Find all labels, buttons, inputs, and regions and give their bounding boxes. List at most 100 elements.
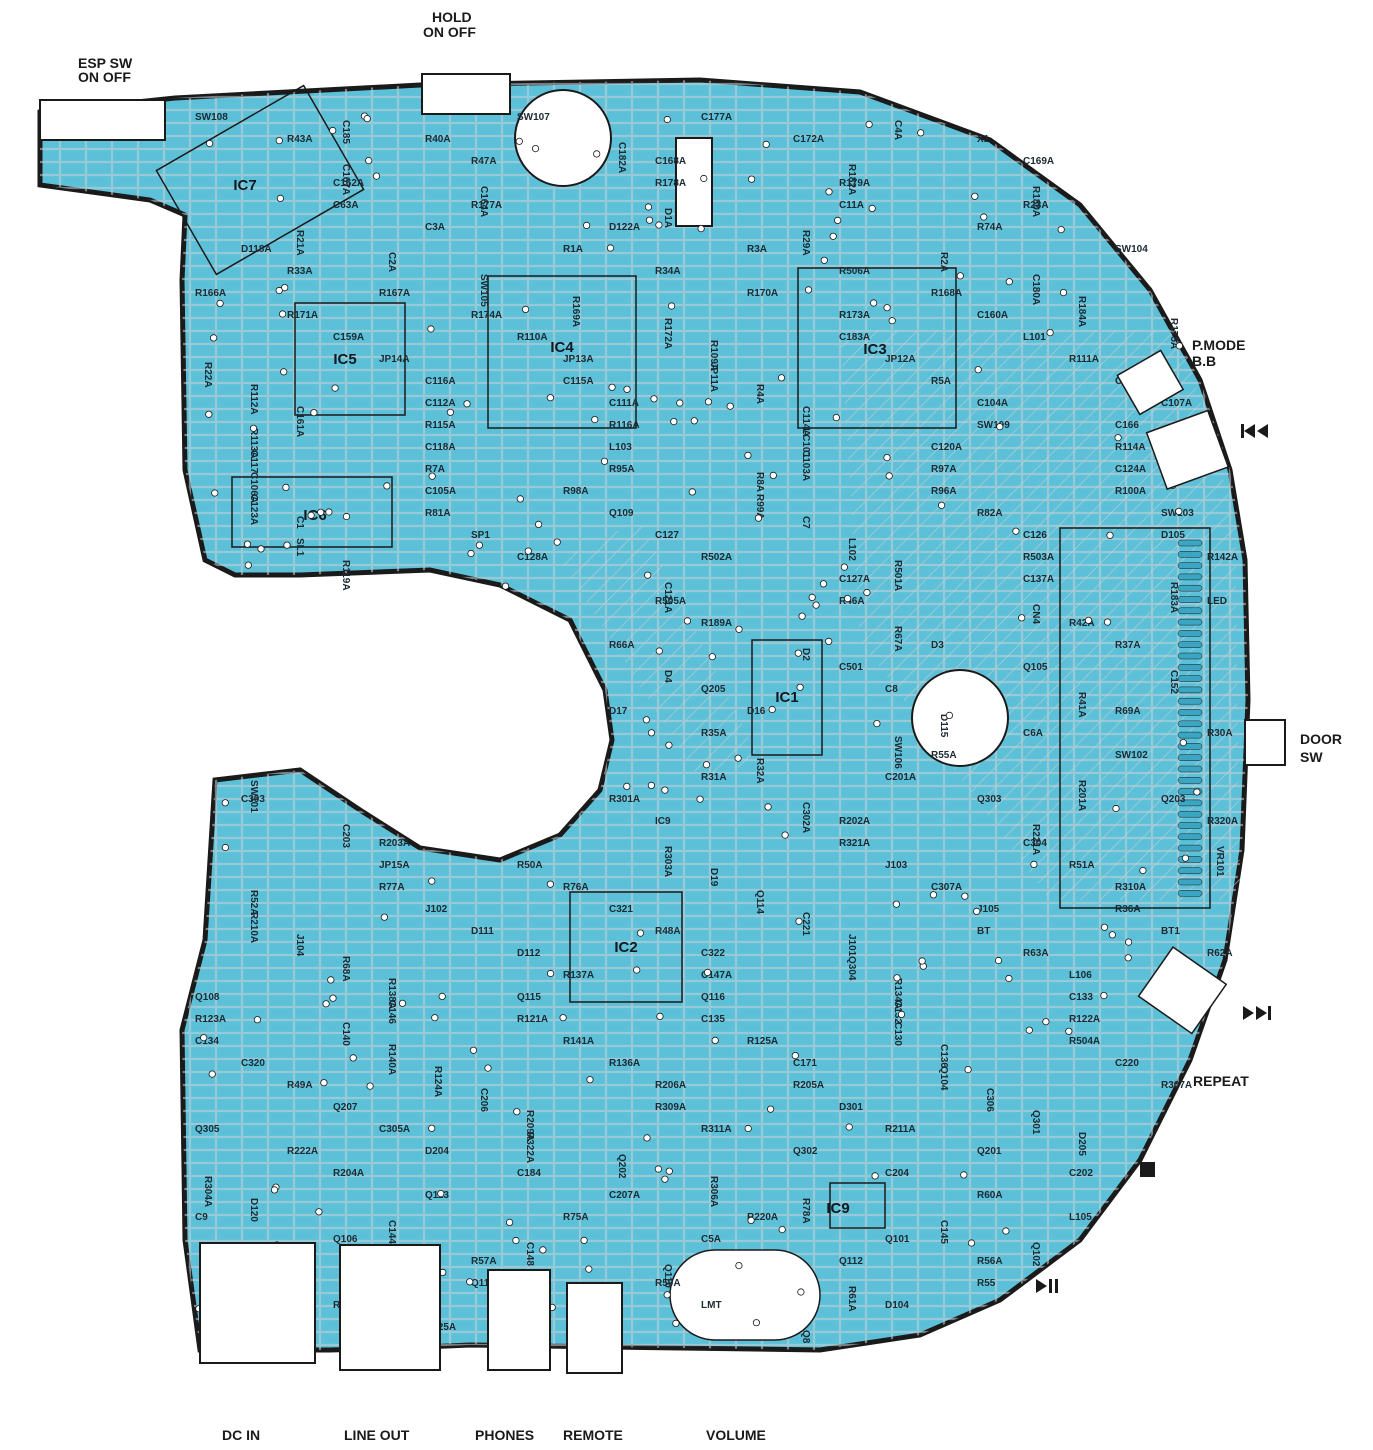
solder-pad	[466, 1278, 474, 1286]
lcd-pin	[1177, 810, 1203, 818]
component-ref: C161A	[294, 406, 305, 437]
component-ref: C118A	[425, 442, 456, 453]
door-switch[interactable]	[1244, 719, 1286, 766]
component-ref: R82A	[977, 508, 1003, 519]
solder-pad	[655, 221, 663, 229]
solder-pad	[797, 1288, 805, 1296]
solder-pad	[820, 256, 828, 264]
line-out-jack[interactable]	[339, 1244, 441, 1371]
solder-pad	[275, 286, 283, 295]
solder-pad	[315, 1208, 323, 1216]
lcd-pin	[1177, 754, 1203, 761]
component-ref: C115A	[563, 376, 594, 387]
solder-pad	[546, 394, 555, 402]
solder-pad	[868, 204, 876, 212]
solder-pad	[892, 900, 901, 908]
component-ref: C106A	[248, 472, 259, 503]
component-ref: D3	[931, 640, 944, 651]
solder-pad	[325, 508, 333, 516]
component-ref: C134	[195, 1036, 219, 1047]
solder-pad	[283, 541, 291, 549]
component-ref: C320	[241, 1058, 265, 1069]
component-ref: C132	[892, 1000, 903, 1024]
component-ref: R116A	[609, 420, 640, 431]
component-ref: C177A	[701, 112, 732, 123]
component-ref: R142A	[1207, 552, 1238, 563]
component-ref: C114A	[800, 406, 811, 437]
component-ref: C207A	[609, 1190, 640, 1201]
component-ref: C112A	[425, 398, 456, 409]
bb-label: B.B	[1192, 353, 1216, 369]
hold-label: HOLD	[432, 9, 472, 25]
component-ref: C180A	[1030, 274, 1041, 305]
component-ref: D17	[609, 706, 628, 717]
component-ref: R210A	[248, 912, 259, 943]
component-ref: D16	[747, 706, 766, 717]
solder-pad	[1057, 226, 1065, 234]
dc-in-jack[interactable]	[199, 1242, 316, 1364]
solder-pad	[834, 216, 842, 224]
lcd-connector	[1059, 527, 1211, 909]
component-ref: D19	[708, 868, 719, 887]
component-ref: C137A	[1023, 574, 1054, 585]
dc-in-label: DC IN	[222, 1427, 260, 1443]
component-ref: SW101	[248, 780, 259, 813]
component-ref: C105A	[425, 486, 456, 497]
component-ref: JP13A	[563, 354, 594, 365]
ic-ic1	[751, 639, 823, 756]
remote-jack[interactable]	[566, 1282, 623, 1374]
component-ref: R502A	[701, 552, 732, 563]
solder-pad	[964, 1066, 972, 1074]
solder-pad	[606, 244, 615, 252]
component-ref: C171	[793, 1058, 817, 1069]
lcd-pin	[1177, 777, 1203, 784]
esp-switch[interactable]	[39, 99, 166, 141]
lcd-pin	[1177, 539, 1203, 547]
component-ref: C124A	[1115, 464, 1146, 475]
solder-pad	[747, 1216, 755, 1225]
hold-switch[interactable]	[421, 73, 511, 115]
component-ref: C321	[609, 904, 633, 915]
solder-pad	[1005, 974, 1013, 983]
crystal-slot	[675, 137, 713, 227]
solder-pad	[431, 1014, 439, 1022]
solder-pad	[636, 929, 645, 937]
solder-pad	[1059, 288, 1068, 297]
component-ref: R503A	[1023, 552, 1054, 563]
component-ref: R175A	[1168, 318, 1179, 349]
lcd-pin	[1177, 709, 1203, 716]
prev-switch[interactable]	[1145, 409, 1230, 491]
component-ref: C152	[1168, 670, 1179, 694]
component-ref: J104	[294, 934, 305, 957]
component-ref: L102	[846, 538, 857, 561]
component-ref: R109A	[708, 340, 719, 371]
solder-pad	[661, 1175, 669, 1183]
phones-jack[interactable]	[487, 1269, 551, 1371]
solder-pad	[591, 415, 599, 424]
component-ref: D112	[517, 948, 541, 959]
esp-on-off-label: ON OFF	[78, 69, 131, 85]
lcd-pin	[1177, 641, 1203, 648]
component-ref: C2A	[386, 252, 397, 272]
component-ref: R40A	[425, 134, 451, 145]
solder-pad	[703, 968, 712, 977]
component-ref: C136	[938, 1044, 949, 1068]
next-switch[interactable]	[1137, 946, 1228, 1035]
lcd-connector-pins	[1177, 539, 1203, 897]
component-ref: R172A	[662, 318, 673, 349]
component-ref: R183A	[1168, 582, 1179, 613]
component-ref: C169A	[1023, 156, 1054, 167]
component-ref: Q116	[701, 992, 725, 1003]
solder-pad	[764, 803, 772, 811]
solder-pad	[428, 1124, 436, 1132]
solder-pad	[383, 482, 391, 490]
component-ref: R179A	[839, 178, 870, 189]
component-ref: Q108	[195, 992, 220, 1003]
mount-hole-top	[514, 89, 612, 187]
component-ref: Q305	[195, 1124, 220, 1135]
component-ref: R174A	[471, 310, 502, 321]
pmode-switch[interactable]	[1116, 349, 1185, 416]
component-ref: R309A	[655, 1102, 686, 1113]
solder-pad	[438, 992, 446, 1001]
component-ref: Q201	[977, 1146, 1002, 1157]
